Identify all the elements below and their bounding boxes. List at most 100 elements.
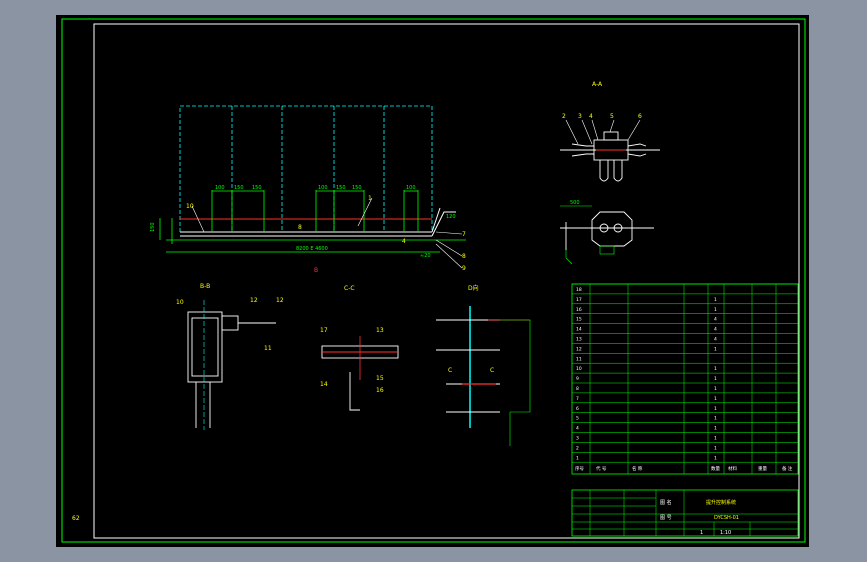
bom-header-no: 序号 <box>575 465 584 472</box>
bom-header-name: 名 称 <box>632 465 643 472</box>
bom-row-qty: 1 <box>714 416 717 422</box>
bom-row-qty: 1 <box>714 307 717 313</box>
bom-row-number: 10 <box>576 366 582 372</box>
marker-c-left: C <box>448 367 452 374</box>
callout-8b-main: 8 <box>462 253 466 260</box>
bom-header-code: 代 号 <box>596 465 607 472</box>
bom-row-number: 13 <box>576 337 582 343</box>
bom-row-qty: 1 <box>714 396 717 402</box>
bom-row-qty: 1 <box>714 455 717 461</box>
dim-500: 500 <box>570 200 580 206</box>
label-drawing-no: 图 号 <box>660 515 672 521</box>
bom-row-number: 6 <box>576 406 579 412</box>
callout-5-a: 5 <box>610 113 614 120</box>
callout-11-b: 11 <box>264 345 272 352</box>
bom-row-number: 11 <box>576 356 582 362</box>
dim-left: 150 <box>150 222 156 232</box>
drawing-sheet: 1 <box>700 530 703 536</box>
dim-end: ≈20 <box>420 253 431 259</box>
bom-row-qty: 1 <box>714 386 717 392</box>
dim-4: 100 <box>318 185 328 191</box>
title-section-b: B-B <box>200 283 210 290</box>
bom-header-qty: 数量 <box>711 465 720 472</box>
bom-row-number: 8 <box>576 386 579 392</box>
callout-12b-b: 12 <box>276 297 284 304</box>
bom-header-mat: 材料 <box>728 465 737 472</box>
callout-4-main: 4 <box>402 238 406 245</box>
drawing-scale: 1:10 <box>720 530 731 536</box>
bom-row-qty: 1 <box>714 346 717 352</box>
bom-row-qty: 1 <box>714 445 717 451</box>
callout-10-main: 10 <box>186 203 194 210</box>
bom-header-note: 备 注 <box>782 465 793 472</box>
dim-6: 150 <box>352 185 362 191</box>
callout-16-c: 16 <box>376 387 384 394</box>
callout-3-a: 3 <box>578 113 582 120</box>
title-direction-d: D向 <box>468 284 479 292</box>
inner-frame <box>93 23 800 539</box>
bom-row-qty: 4 <box>714 337 717 343</box>
bom-row-number: 4 <box>576 426 579 432</box>
callout-4-a: 4 <box>589 113 593 120</box>
dim-3: 150 <box>252 185 262 191</box>
bom-row-number: 12 <box>576 346 582 352</box>
bom-row-number: 14 <box>576 327 582 333</box>
marker-c-right: C <box>490 367 494 374</box>
title-block: 图 名 提升控制系统 图 号 DYCSH-01 1:10 1 <box>571 489 799 537</box>
callout-9-main: 9 <box>462 265 466 272</box>
main-elevation-view: 100 150 150 100 150 150 100 8200 E 4600 … <box>150 105 466 274</box>
bom-row-number: 16 <box>576 307 582 313</box>
bom-row-number: 1 <box>576 455 579 461</box>
label-b: B <box>314 267 318 274</box>
callout-8-main: 8 <box>298 224 302 231</box>
bom-row-number: 18 <box>576 287 582 293</box>
callout-14-c: 14 <box>320 381 328 388</box>
bom-row-qty: 4 <box>714 327 717 333</box>
outer-frame <box>61 18 806 543</box>
bom-row-qty: 1 <box>714 366 717 372</box>
drawing-title: 提升控制系统 <box>706 499 736 506</box>
dim-right: 120 <box>446 214 456 220</box>
bom-row-number: 3 <box>576 436 579 442</box>
callout-15-c: 15 <box>376 375 384 382</box>
direction-d-view: D向 C C <box>436 284 531 446</box>
callout-10-b: 10 <box>176 299 184 306</box>
bom-row-qty: 1 <box>714 297 717 303</box>
bom-row-qty: 4 <box>714 317 717 323</box>
dim-total: 8200 E 4600 <box>296 246 328 252</box>
dim-2: 150 <box>234 185 244 191</box>
section-b-view: B-B 10 12 12 11 <box>176 283 284 430</box>
bom-row-number: 2 <box>576 445 579 451</box>
bom-header-weight: 重量 <box>758 465 767 472</box>
callout-17-c: 17 <box>320 327 328 334</box>
callout-2-a: 2 <box>562 113 566 120</box>
dim-7: 100 <box>406 185 416 191</box>
bom-row-qty: 1 <box>714 406 717 412</box>
title-section-c: C-C <box>344 285 355 292</box>
drawing-number: DYCSH-01 <box>714 515 739 521</box>
callout-6-a: 6 <box>638 113 642 120</box>
bom-row-qty: 1 <box>714 436 717 442</box>
title-section-a: A-A <box>592 81 603 88</box>
bom-row-number: 7 <box>576 396 579 402</box>
section-a-view: A-A 2 3 4 5 6 <box>560 81 660 265</box>
bom-row-qty: 1 <box>714 426 717 432</box>
callout-13-c: 13 <box>376 327 384 334</box>
label-drawing-name: 图 名 <box>660 499 672 506</box>
bom-row-qty: 1 <box>714 376 717 382</box>
side-number: 62 <box>72 515 80 522</box>
dim-1: 100 <box>215 185 225 191</box>
callout-1-main: 1 <box>368 195 372 202</box>
bom-row-number: 17 <box>576 297 582 303</box>
bom-row-number: 9 <box>576 376 579 382</box>
bom-row-number: 15 <box>576 317 582 323</box>
dim-5: 150 <box>336 185 346 191</box>
callout-12-b: 12 <box>250 297 258 304</box>
drawing-paper <box>56 15 809 547</box>
bom-row-number: 5 <box>576 416 579 422</box>
section-c-view: C-C 17 13 14 15 16 <box>320 285 399 411</box>
callout-7-main: 7 <box>462 231 466 238</box>
